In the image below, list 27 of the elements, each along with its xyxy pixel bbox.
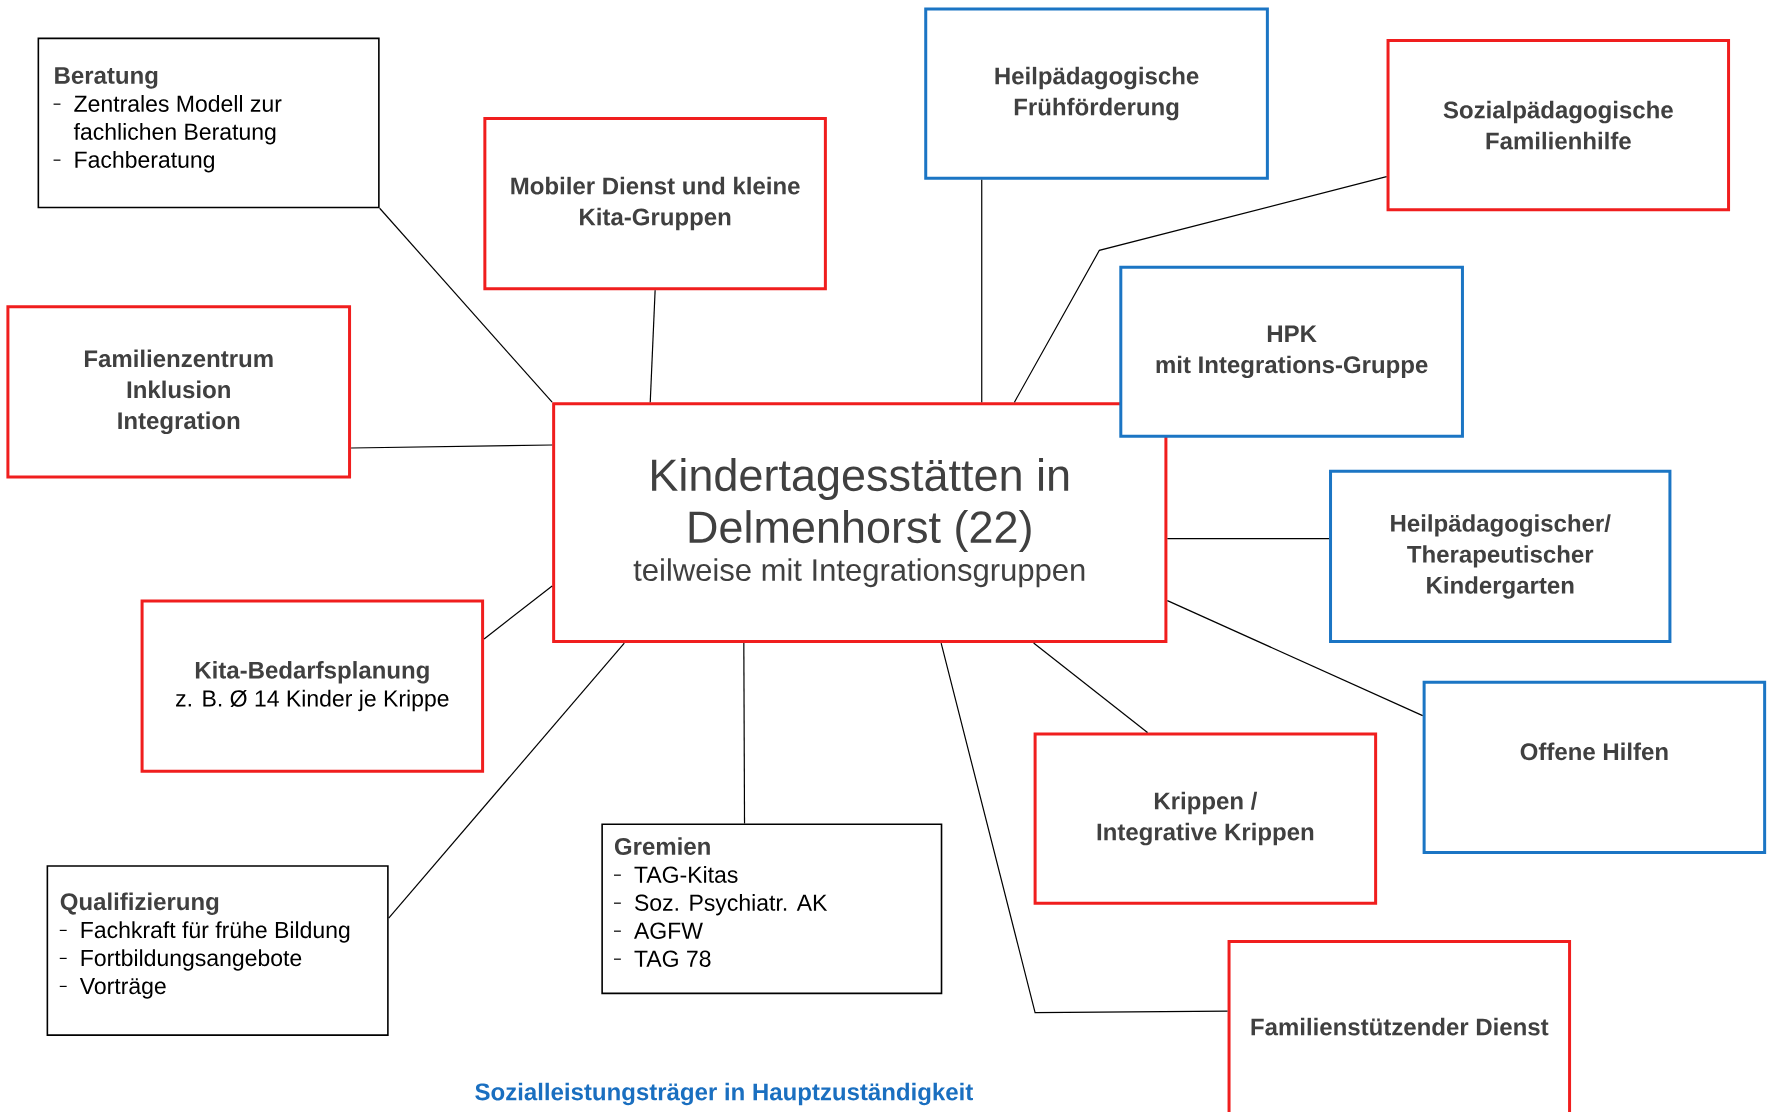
connector-line	[1033, 642, 1149, 734]
connector-line	[649, 289, 656, 403]
connector-line	[1166, 538, 1330, 540]
service-box: Kita-Bedarfsplanung z. B. Ø 14 Kinder je Krippe	[140, 599, 485, 773]
service-box: Heilpädagogischer/ Therapeutischer Kindergarten	[1329, 469, 1672, 644]
list-box: Gremien TAG-Kitas Soz. Psychiatr. AK AGFW TAG 78	[601, 823, 943, 995]
connector-line	[940, 642, 1229, 1014]
connector-line	[1166, 600, 1424, 717]
connector-line	[379, 207, 553, 403]
connector-line	[483, 585, 553, 640]
service-box: Familienstützender Dienst	[1227, 940, 1572, 1112]
service-box: Sozialpädagogische Familienhilfe	[1386, 39, 1731, 212]
connector-line	[1013, 176, 1388, 403]
connector-line	[388, 642, 625, 919]
service-box: Offene Hilfen	[1422, 680, 1767, 854]
service-box: Krippen / Integrative Krippen	[1033, 732, 1378, 905]
service-box: Familienzentrum Inklusion Integration	[6, 305, 352, 479]
service-box: HPK mit Integrations-Gruppe	[1119, 265, 1464, 438]
service-box: Mobiler Dienst und kleine Kita-Gruppen	[483, 116, 827, 291]
center-box: Kindertagesstätten in Delmenhorst (22) teilweise mit Integrationsgruppen	[552, 402, 1168, 644]
connector-line	[350, 444, 553, 449]
footer-text: Sozialleistungsträger in Hauptzuständigkeit	[475, 1082, 973, 1106]
connector-line	[743, 642, 746, 825]
service-box: Heilpädagogische Frühförderung	[924, 7, 1269, 180]
list-box: Qualifizierung Fachkraft für frühe Bildung Fortbildungsangebote Vorträge	[46, 865, 389, 1036]
connector-line	[981, 179, 983, 403]
list-box: Beratung Zentrales Modell zur fachlichen Beratung Fachberatung	[37, 37, 380, 209]
